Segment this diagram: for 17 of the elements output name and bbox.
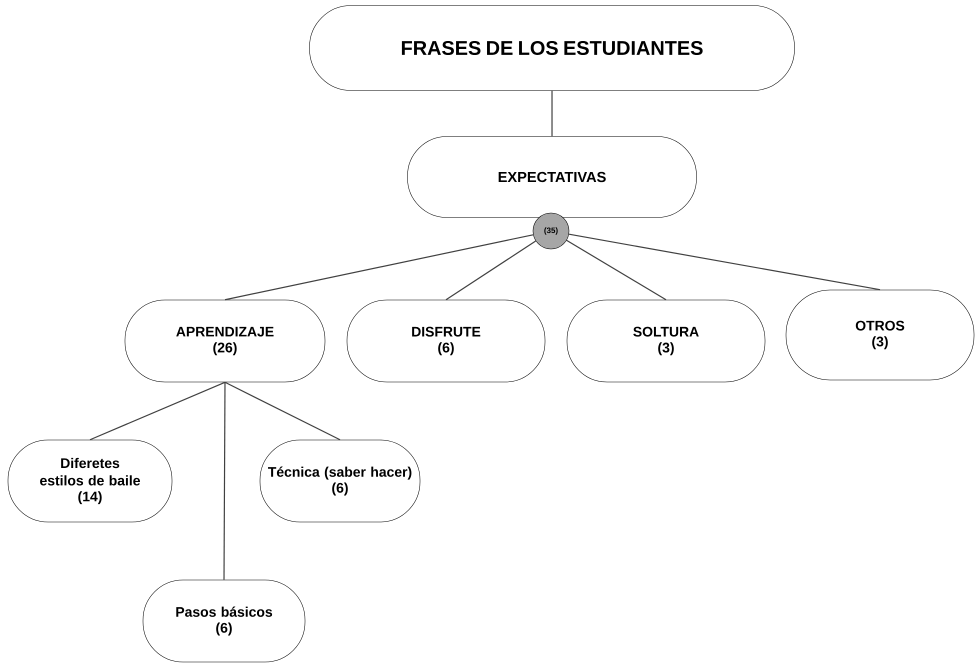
rounded-box: Diferetes estilos de baile (14) xyxy=(8,440,172,522)
rounded-box: FRASES DE LOS ESTUDIANTES xyxy=(309,5,795,91)
rounded-box: EXPECTATIVAS xyxy=(407,136,697,218)
connector-line xyxy=(223,382,226,580)
rounded-box: DISFRUTE (6) xyxy=(346,300,546,382)
rounded-box: Pasos básicos (6) xyxy=(142,580,306,662)
rounded-box: APRENDIZAJE (26) xyxy=(124,300,326,382)
connector-line xyxy=(566,240,666,300)
connector-line xyxy=(568,234,880,290)
connector-line xyxy=(446,240,536,300)
connector-line xyxy=(224,234,534,300)
connector-line xyxy=(551,90,553,136)
rounded-box: OTROS (3) xyxy=(786,290,974,380)
rounded-box: Técnica (saber hacer) (6) xyxy=(260,440,420,522)
rounded-box: SOLTURA (3) xyxy=(566,300,766,382)
connector-line xyxy=(224,382,340,440)
connector-line xyxy=(90,382,226,440)
